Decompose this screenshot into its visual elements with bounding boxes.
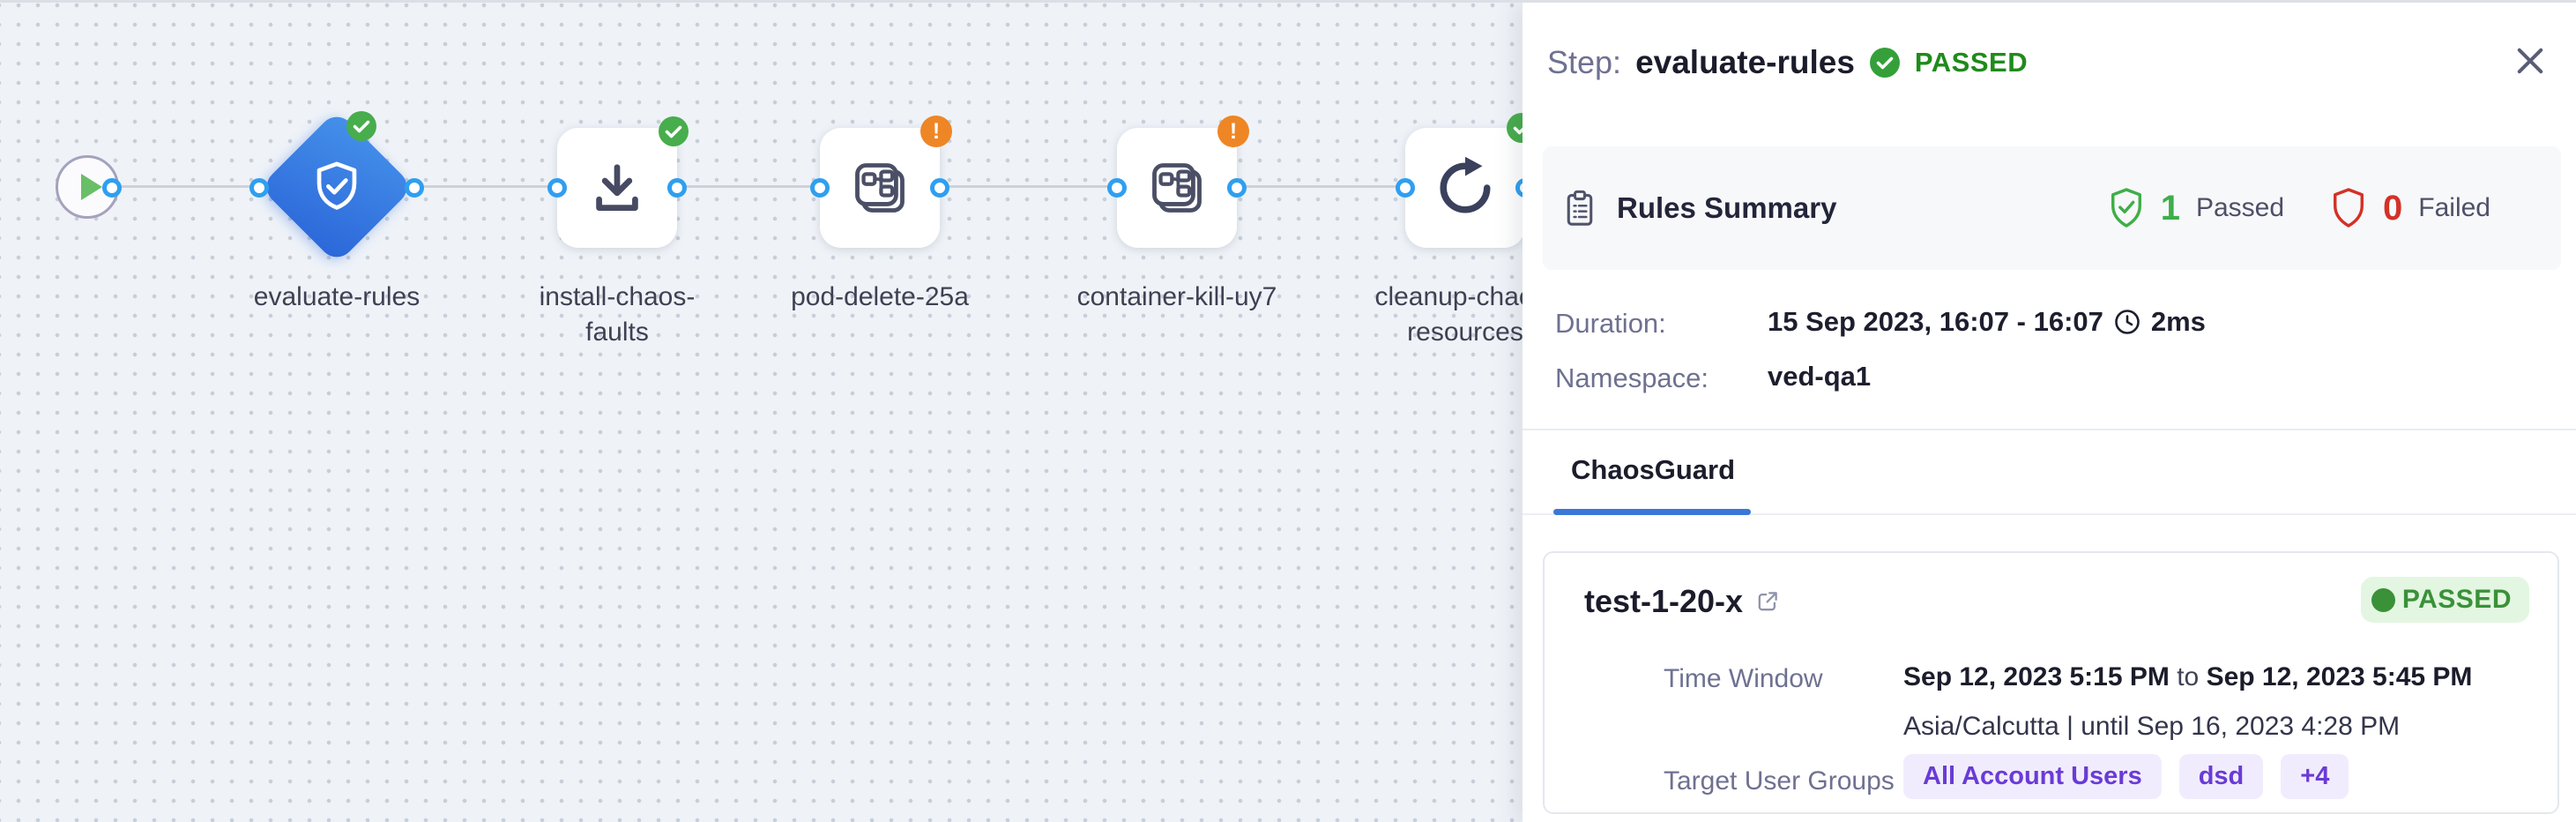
step-status-badge: PASSED (1914, 47, 2029, 78)
workflow-node-cleanup-chaos-resources[interactable] (1405, 128, 1523, 248)
status-badge-success (346, 110, 377, 142)
workflow-node-pod-delete-25a[interactable] (820, 128, 940, 248)
condition-status-badge: PASSED (2360, 577, 2529, 623)
step-details-panel: Step: evaluate-rules PASSED Rules Summar… (1523, 3, 2576, 822)
duration-label: Duration: (1555, 308, 1666, 339)
failed-count: 0 (2383, 188, 2403, 228)
target-user-groups-label: Target User Groups (1664, 766, 1895, 796)
status-badge-success (1506, 112, 1523, 144)
time-window-value: Sep 12, 2023 5:15 PM to Sep 12, 2023 5:4… (1903, 662, 2472, 692)
workflow-node-install-chaos-faults[interactable] (557, 128, 677, 248)
chaos-fault-icon (855, 163, 905, 213)
chaosguard-condition-card: test-1-20-x PASSED Time Window Sep 12, 2… (1543, 551, 2559, 814)
external-link-icon[interactable] (1755, 589, 1780, 614)
node-port[interactable] (667, 178, 687, 198)
node-port[interactable] (102, 178, 122, 198)
time-window-end: Sep 12, 2023 5:45 PM (2206, 662, 2473, 691)
time-window-start: Sep 12, 2023 5:15 PM (1903, 662, 2170, 691)
user-group-chip: All Account Users (1903, 754, 2162, 799)
shield-passed-icon (2111, 188, 2141, 228)
duration-value: 15 Sep 2023, 16:07 - 16:07 2ms (1768, 306, 2206, 338)
node-port[interactable] (1227, 178, 1247, 198)
target-user-groups: All Account Users dsd +4 (1903, 754, 2349, 799)
check-circle-icon (1507, 113, 1523, 143)
active-tab-indicator (1553, 509, 1751, 515)
clock-icon (2115, 310, 2140, 334)
download-icon (596, 164, 638, 211)
rules-summary-title: Rules Summary (1617, 191, 1837, 224)
node-port[interactable] (1515, 178, 1523, 198)
node-port[interactable] (810, 178, 830, 198)
exclamation-icon: ! (1229, 118, 1238, 144)
section-divider (1523, 429, 2576, 430)
timezone-line: Asia/Calcutta | until Sep 16, 2023 4:28 … (1903, 712, 2401, 741)
refresh-icon (1440, 156, 1491, 213)
namespace-label: Namespace: (1555, 362, 1709, 393)
exclamation-icon: ! (932, 118, 941, 144)
node-label-install-chaos-faults: install-chaos-faults (539, 282, 696, 347)
rules-summary-section: Rules Summary 1 Passed 0 Failed (1543, 146, 2561, 270)
status-badge-success (658, 116, 689, 147)
node-port[interactable] (930, 178, 949, 198)
status-badge-warning: ! (1217, 116, 1249, 147)
step-title: evaluate-rules (1635, 44, 1855, 80)
user-group-chip: +4 (2281, 754, 2349, 799)
chaos-fault-icon (1152, 163, 1202, 213)
failed-label: Failed (2418, 193, 2490, 222)
step-prefix: Step: (1547, 44, 1622, 80)
check-circle-icon (659, 116, 689, 146)
time-window-join: to (2177, 662, 2200, 691)
node-label-cleanup-chaos-resources: cleanup-chaos-resources (1374, 282, 1523, 347)
passed-count: 1 (2160, 188, 2180, 228)
tab-bar-border (1523, 513, 2576, 515)
node-port[interactable] (405, 178, 424, 198)
namespace-value: ved-qa1 (1768, 361, 1871, 392)
shield-check-icon (316, 161, 357, 210)
user-group-chip: dsd (2178, 754, 2264, 799)
node-port[interactable] (249, 178, 269, 198)
close-icon[interactable] (2513, 43, 2548, 78)
condition-name: test-1-20-x (1584, 583, 1744, 619)
workflow-edge (87, 185, 1523, 188)
workflow-canvas[interactable]: ! ! (0, 3, 1523, 822)
passed-label: Passed (2195, 193, 2285, 222)
time-window-label: Time Window (1664, 664, 1823, 693)
clipboard-icon (1567, 190, 1593, 226)
namespace-text: ved-qa1 (1768, 361, 1872, 392)
tab-chaosguard[interactable]: ChaosGuard (1571, 454, 1736, 485)
status-dot-icon (2371, 587, 2395, 612)
status-badge-warning: ! (920, 116, 952, 147)
workflow-start-node[interactable] (56, 155, 119, 219)
node-port[interactable] (1396, 178, 1415, 198)
panel-header: Step: evaluate-rules PASSED (1547, 38, 2028, 87)
condition-status-text: PASSED (2401, 585, 2512, 614)
node-port[interactable] (1107, 178, 1127, 198)
duration-text: 15 Sep 2023, 16:07 - 16:07 (1768, 306, 2103, 337)
shield-failed-icon (2334, 188, 2364, 228)
node-label-container-kill-uy7: container-kill-uy7 (1076, 282, 1277, 311)
node-port[interactable] (547, 178, 567, 198)
workflow-node-container-kill-uy7[interactable] (1117, 128, 1237, 248)
node-label-pod-delete-25a: pod-delete-25a (791, 282, 969, 311)
play-icon (81, 174, 102, 200)
check-circle-icon (1869, 48, 1900, 78)
check-circle-icon (346, 111, 376, 141)
duration-ms: 2ms (2150, 306, 2206, 337)
node-label-evaluate-rules: evaluate-rules (253, 282, 421, 311)
